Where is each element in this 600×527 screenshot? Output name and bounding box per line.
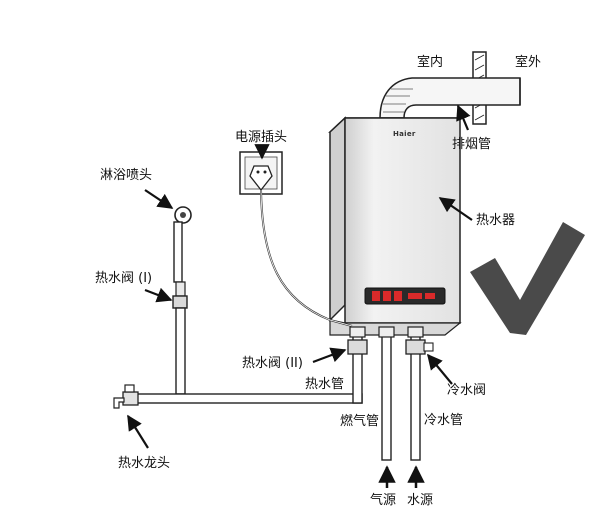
- water-heater: [328, 116, 462, 336]
- leader-arrows: [127, 104, 473, 449]
- check-mark-icon: [470, 222, 585, 335]
- power-socket: [239, 151, 283, 195]
- indoor-label: 室内: [417, 55, 444, 70]
- gas-pipe: [378, 326, 395, 461]
- outdoor-label: 室外: [515, 55, 542, 70]
- hot-pipe-label: 热水管: [305, 377, 345, 392]
- power-plug-label: 电源插头: [235, 130, 288, 145]
- water-source-label: 水源: [407, 493, 434, 508]
- exhaust-pipe-label: 排烟管: [452, 137, 492, 152]
- gas-source-label: 气源: [370, 493, 397, 508]
- shower-riser: [172, 281, 188, 395]
- hot-valve-1-label: 热水阀 (I): [95, 271, 153, 286]
- gas-pipe-label: 燃气管: [340, 414, 380, 429]
- source-arrows: [378, 465, 425, 488]
- brand-logo: Haier: [393, 130, 416, 138]
- shower-head-label: 淋浴喷头: [100, 168, 153, 183]
- exhaust-pipe: [379, 77, 521, 119]
- hot-valve-2-label: 热水阀 (II): [242, 356, 303, 371]
- cold-pipe-label: 冷水管: [424, 413, 464, 428]
- cold-valve-label: 冷水阀: [447, 383, 487, 398]
- hot-water-pipe: [135, 326, 368, 404]
- hot-water-tap: [113, 384, 139, 409]
- hot-tap-label: 热水龙头: [118, 456, 171, 471]
- shower-head: [173, 206, 192, 283]
- water-heater-label: 热水器: [476, 213, 516, 228]
- cold-water-pipe: [405, 326, 434, 461]
